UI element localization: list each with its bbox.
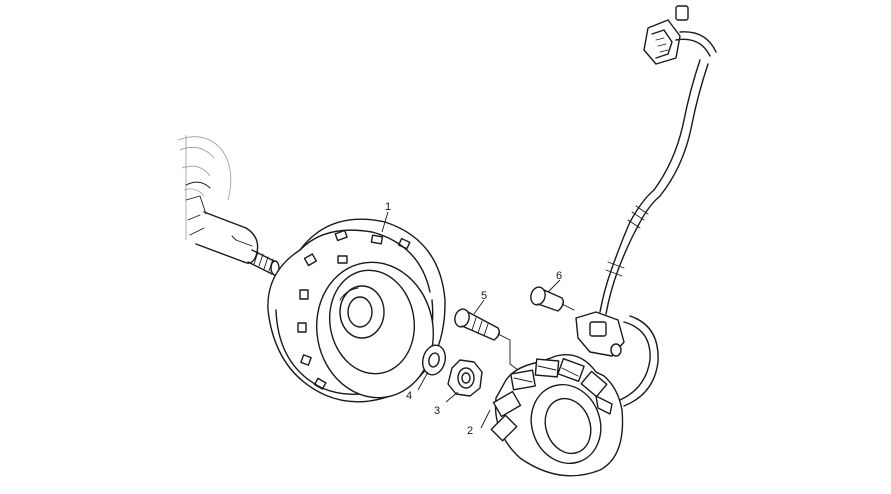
stator-coil	[490, 354, 624, 477]
engine-shaft-housing	[177, 135, 280, 276]
callout-2: 2	[467, 425, 473, 437]
callout-5: 5	[481, 290, 487, 302]
assembly-guide-line	[497, 303, 575, 371]
pulser-sensor	[575, 311, 625, 357]
callout-leaders	[381, 211, 561, 429]
wire-harness	[599, 5, 717, 407]
bolt-short	[530, 286, 565, 312]
nut	[447, 359, 483, 397]
washer	[421, 344, 447, 376]
callout-4: 4	[406, 390, 412, 402]
callout-1: 1	[385, 201, 391, 213]
flywheel-rotor	[267, 218, 446, 403]
callout-3: 3	[434, 405, 440, 417]
callout-6: 6	[556, 270, 562, 282]
bolt-long	[454, 308, 501, 341]
